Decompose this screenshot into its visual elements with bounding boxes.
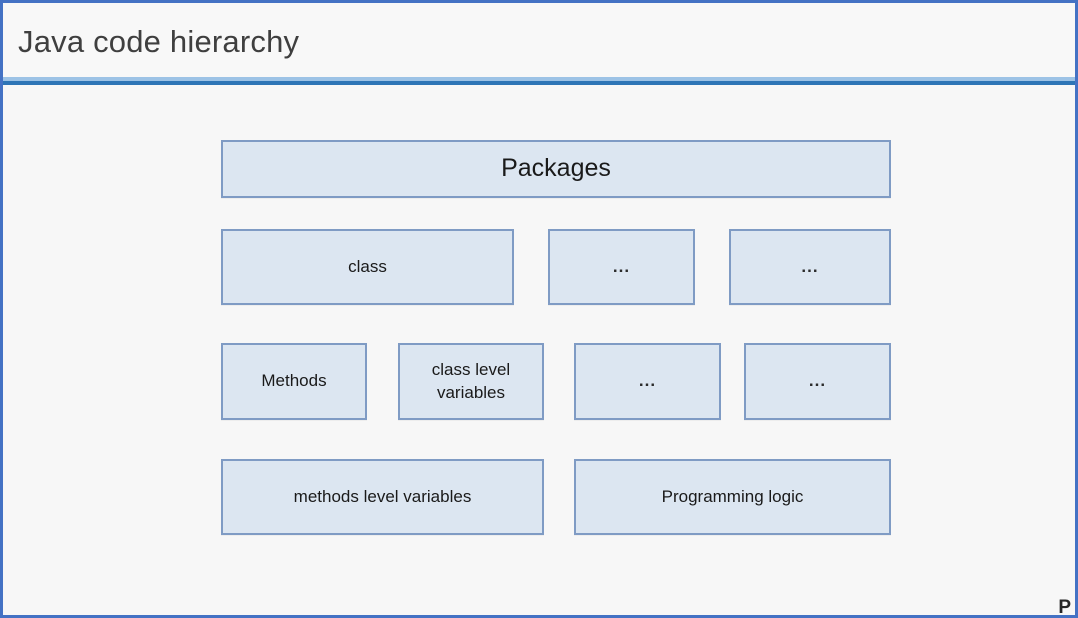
title-rule [3, 81, 1075, 85]
node-methods[interactable]: Methods [221, 343, 367, 420]
node-members-more-2[interactable]: ... [744, 343, 891, 420]
node-label: ... [808, 371, 827, 391]
node-packages[interactable]: Packages [221, 140, 891, 198]
page-title: Java code hierarchy [18, 24, 300, 59]
node-label: ... [801, 256, 819, 276]
node-label: ... [638, 371, 657, 391]
node-label: Programming logic [661, 486, 804, 506]
node-programming-logic[interactable]: Programming logic [574, 459, 891, 535]
node-class-level-variables[interactable]: class level variables [398, 343, 544, 420]
node-label: class level variables [431, 359, 511, 402]
node-label: class [348, 256, 387, 276]
slide-header: Java code hierarchy [3, 3, 1075, 85]
node-label: methods level variables [293, 486, 472, 506]
node-label: ... [612, 256, 631, 276]
node-class-more-2[interactable]: ... [729, 229, 891, 305]
title-rule-highlight [3, 77, 1075, 81]
node-label: Packages [501, 154, 611, 183]
java-code-hierarchy-diagram: Packages class...... Methods class level va… [3, 3, 1075, 615]
node-class[interactable]: class [221, 229, 514, 305]
corner-watermark: P [1058, 597, 1071, 618]
node-members-more-1[interactable]: ... [574, 343, 721, 420]
node-label: Methods [261, 371, 327, 391]
node-class-more-1[interactable]: ... [548, 229, 695, 305]
node-methods-level-variables[interactable]: methods level variables [221, 459, 544, 535]
